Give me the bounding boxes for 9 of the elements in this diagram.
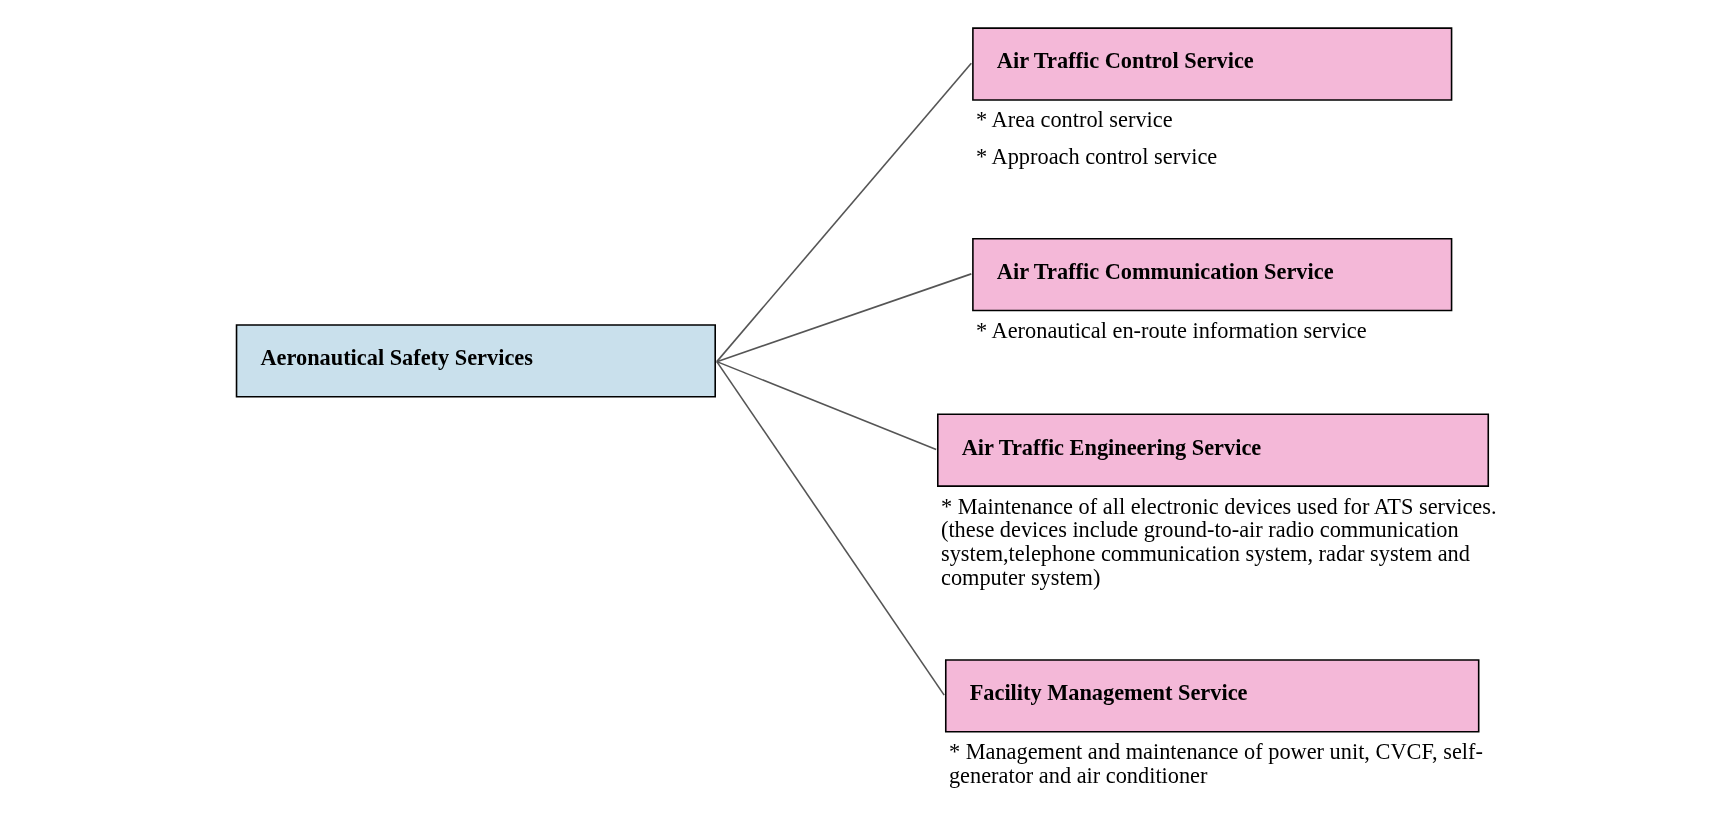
connector bbox=[715, 62, 972, 363]
connector bbox=[715, 360, 945, 696]
connector bbox=[715, 360, 937, 451]
node-label: * Approach control service bbox=[975, 144, 1217, 170]
node-label: * Area control service bbox=[975, 107, 1173, 133]
node-label: * Management and maintenance of power unit, CVCF, self-generator and air conditioner bbox=[948, 739, 1483, 789]
connector bbox=[715, 273, 972, 363]
node-label: * Aeronautical en-route information service bbox=[975, 318, 1367, 344]
node-label: * Maintenance of all electronic devices used for ATS services. (these devices include ground-to-air radio communication system,telephone communication system, radar system and computer system) bbox=[940, 493, 1497, 591]
